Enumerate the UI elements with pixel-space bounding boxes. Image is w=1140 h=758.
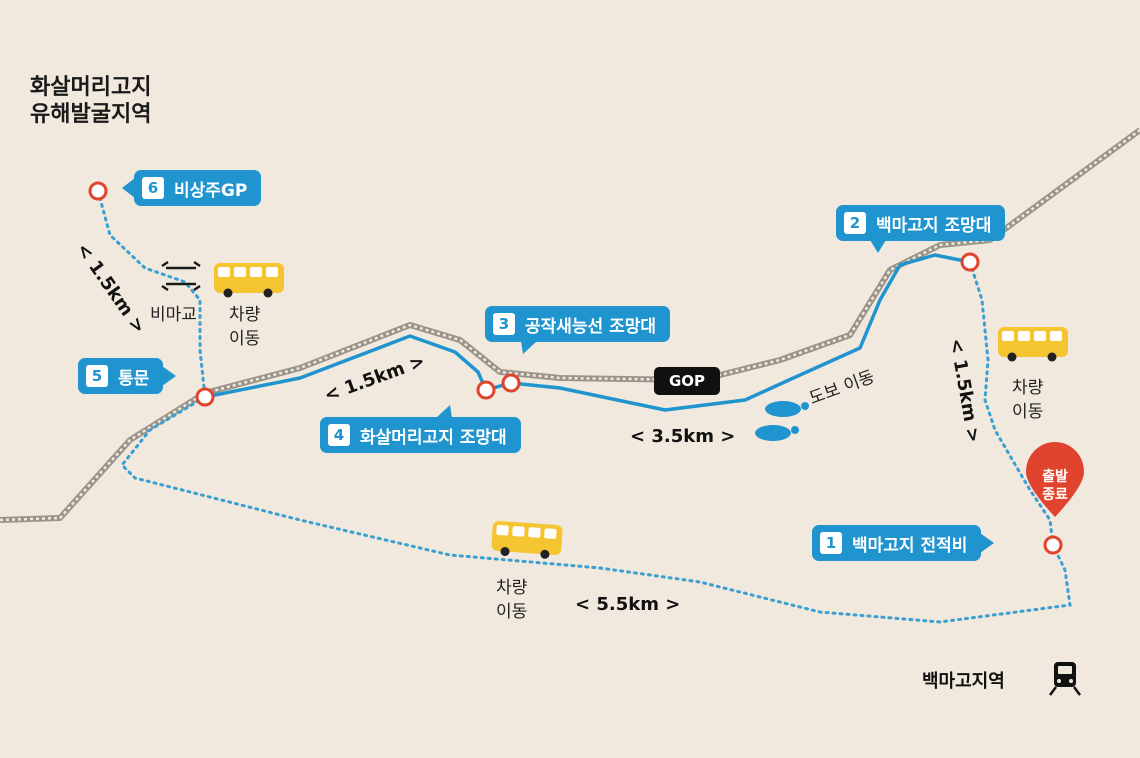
- stop-2-callout[interactable]: 2 백마고지 조망대: [836, 205, 1006, 253]
- stop-5-name: 통문: [118, 368, 150, 389]
- stop-2-name: 백마고지 조망대: [876, 215, 992, 236]
- stop-1-name: 백마고지 전적비: [852, 535, 968, 556]
- vehicle-label-right-line1: 차량: [1012, 378, 1044, 398]
- vehicle-label-left-line1: 차량: [229, 305, 261, 325]
- bus-icon: [490, 520, 563, 560]
- stop-5-number: 5: [86, 365, 108, 387]
- vehicle-label-right: 차량 이동: [1012, 376, 1043, 424]
- stop-6-name: 비상주GP: [174, 180, 248, 201]
- vehicle-label-left: 차량 이동: [229, 303, 260, 351]
- vehicle-label-bottom-line1: 차량: [496, 578, 528, 598]
- start-pin-line1: 출발: [1042, 469, 1068, 485]
- stop-3-name: 공작새능선 조망대: [525, 316, 657, 337]
- train-icon: [1049, 662, 1081, 696]
- vehicle-label-left-line2: 이동: [229, 329, 261, 349]
- stop-1-callout[interactable]: 1 백마고지 전적비: [812, 525, 995, 561]
- bridge-icon: [161, 260, 201, 292]
- marker-stop-4: [476, 380, 496, 400]
- distance-bottom: < 5.5km >: [575, 594, 681, 615]
- footprints-icon: [755, 401, 809, 441]
- stop-4-name: 화살머리고지 조망대: [360, 427, 507, 448]
- walking-route: [203, 253, 972, 412]
- stop-markers: [88, 181, 1063, 555]
- area-title-line1: 화살머리고지: [30, 75, 152, 100]
- marker-stop-1: [1043, 535, 1063, 555]
- bridge-label: 비마교: [150, 305, 197, 325]
- marker-stop-3: [501, 373, 521, 393]
- stop-6-callout[interactable]: 6 비상주GP: [121, 170, 262, 206]
- area-title: 화살머리고지 유해발굴지역: [30, 74, 151, 128]
- marker-stop-6: [88, 181, 108, 201]
- bus-icon: [998, 327, 1068, 362]
- stop-2-number: 2: [844, 212, 866, 234]
- marker-stop-2: [960, 252, 980, 272]
- area-title-line2: 유해발굴지역: [30, 102, 152, 127]
- station-label[interactable]: 백마고지역: [922, 671, 1005, 692]
- bus-icon: [214, 263, 284, 298]
- stop-3-number: 3: [493, 313, 515, 335]
- start-pin-line2: 종료: [1042, 487, 1068, 503]
- vehicle-label-bottom-line2: 이동: [496, 602, 528, 622]
- stop-5-callout[interactable]: 5 통문: [78, 358, 177, 394]
- distance-walk: < 3.5km >: [630, 426, 736, 447]
- gop-badge: GOP: [654, 367, 720, 395]
- marker-stop-5: [195, 387, 215, 407]
- location-pin-icon: [1026, 442, 1084, 517]
- stop-6-number: 6: [142, 177, 164, 199]
- vehicle-routes: [96, 189, 1072, 624]
- stop-3-callout[interactable]: 3 공작새능선 조망대: [485, 306, 671, 354]
- start-end-pin-label: 출발 종료: [1028, 468, 1082, 504]
- vehicle-label-bottom: 차량 이동: [496, 576, 527, 624]
- border-fence: [0, 127, 1140, 523]
- stop-4-number: 4: [328, 424, 350, 446]
- stop-4-callout[interactable]: 4 화살머리고지 조망대: [320, 405, 521, 453]
- vehicle-label-right-line2: 이동: [1012, 402, 1044, 422]
- stop-1-number: 1: [820, 532, 842, 554]
